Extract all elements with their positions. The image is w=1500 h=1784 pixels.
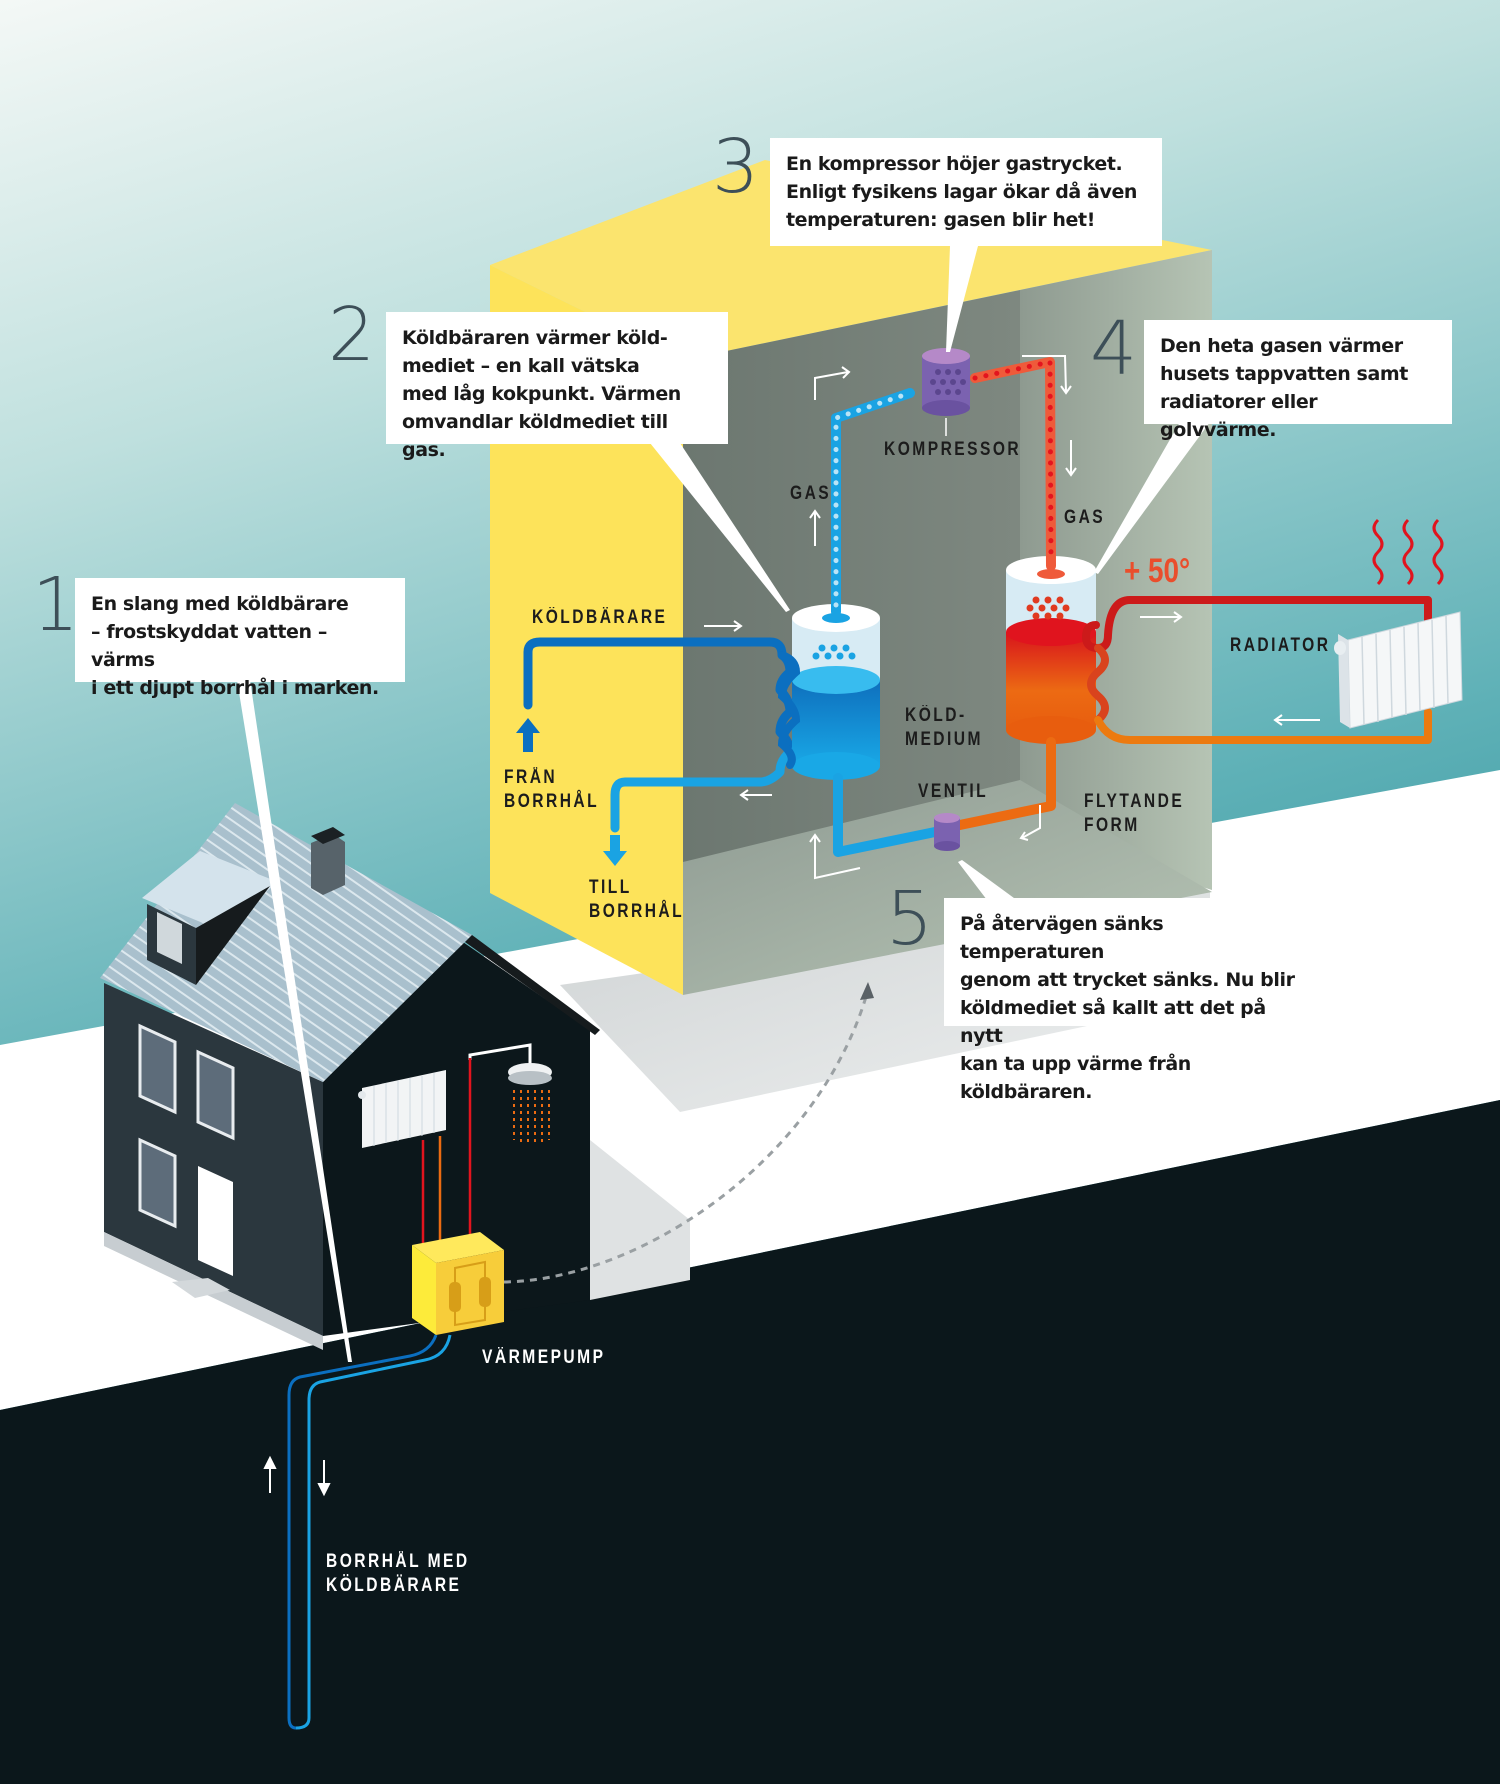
window [196,1049,235,1141]
label-gas-right: GAS [1064,507,1106,528]
gas-inlet-cap [1037,569,1065,579]
label-kompressor: KOMPRESSOR [884,439,1022,460]
arrow-up-from-borehole [516,718,540,752]
house [100,803,874,1350]
brine-pipe-out [610,747,795,833]
label-radiator: RADIATOR [1230,635,1331,656]
label-koldmedium: KÖLD- MEDIUM [905,705,983,750]
return-water-pipe [1094,708,1432,744]
roof-ridge-edge [465,935,600,1035]
box-top [490,160,1212,360]
chimney [311,834,345,895]
house-shadow [590,1140,690,1300]
label-gas-left: GAS [790,483,832,504]
evaporator-coil [777,651,801,769]
compressor [922,348,970,436]
pointer-step-3 [946,246,978,352]
box-back-wall [683,290,1020,862]
cold-gas-dots [833,390,913,608]
borehole-pipes [287,1334,452,1730]
heat-pump-unit-icon [412,1232,504,1335]
callout-step-4: Den heta gasen värmer husets tappvatten … [1144,320,1452,441]
brine-pipe-in [523,637,795,757]
pointer-step-2 [650,443,790,612]
dormer-window [157,912,182,964]
gas-outlet-cap [822,613,850,623]
label-fran-borrhal: FRÅN BORRHÅL [504,767,600,812]
label-flytande-form: FLYTANDE FORM [1084,791,1185,836]
heat-waves-icon [1372,518,1444,586]
house-pipes [421,1058,472,1245]
step-number-4: 4 [1090,306,1138,392]
front-step [172,1278,230,1298]
flow-arrows [704,355,1320,880]
step-number-3: 3 [712,124,760,210]
zoom-connector-arrowhead [860,982,874,1000]
brine-circuit [516,637,795,866]
step-number-1: 1 [32,562,80,648]
dormer-side [196,886,270,985]
condenser-tank [1006,556,1096,744]
liquid-pipe-cold [833,773,940,857]
refrigerant-gas-circuit [831,357,1056,857]
callout-step-1: En slang med köldbärare – frostskyddat v… [75,578,405,699]
dormer-roof [142,851,278,930]
pointer-step-1 [237,680,352,1362]
window [138,1023,177,1115]
radiator [1334,611,1463,729]
label-borrhal-med-koldbarare: BORRHÅL MED KÖLDBÄRARE [326,1551,470,1596]
callout-step-2: Köldbäraren värmer köld- mediet – en kal… [386,312,728,461]
pointer-step-4 [1094,422,1210,574]
expansion-valve [934,813,960,851]
label-till-borrhal: TILL BORRHÅL [589,877,685,922]
label-koldbarare: KÖLDBÄRARE [532,607,668,628]
hot-gas-dots [972,359,1054,563]
heating-coil [1087,644,1109,724]
liquid-pipe-hot [950,737,1056,831]
evaporator-tank [792,604,880,780]
underground [0,1100,1500,1784]
box-left-face [490,265,683,995]
house-side-wall [323,940,590,1336]
arrow-down-to-borehole [603,835,627,866]
indoor-radiator [358,1070,446,1148]
callout-step-5: På återvägen sänks temperaturen genom at… [944,898,1318,1103]
step-number-5: 5 [886,876,934,962]
label-ventil: VENTIL [918,781,989,802]
front-door [198,1166,233,1276]
label-varmepump: VÄRMEPUMP [482,1347,606,1368]
step-number-2: 2 [328,292,376,378]
callout-step-3: En kompressor höjer gastrycket. Enligt f… [770,138,1162,246]
zoom-connector-dashed [503,989,870,1284]
borehole-flow-arrows [263,1455,331,1497]
radiator-circuit [1082,596,1432,744]
temperature-readout: + 50° [1124,552,1191,590]
shower-icon [468,1043,552,1143]
window [138,1137,177,1229]
